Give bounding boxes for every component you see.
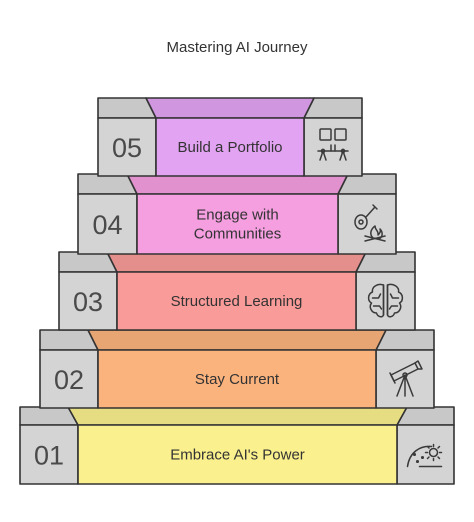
step-label: Stay Current	[195, 371, 280, 388]
step-front-face	[77, 424, 398, 485]
step-front-face	[136, 193, 339, 255]
brain-icon	[367, 283, 404, 318]
right-block	[303, 117, 363, 177]
step-top-face	[106, 251, 367, 273]
step-top-face	[145, 97, 315, 119]
telescope-icon	[389, 360, 423, 397]
step-label: Build a Portfolio	[177, 139, 282, 156]
step-label: Embrace AI's Power	[170, 447, 305, 464]
step-top-face	[87, 329, 387, 351]
step-label: Structured Learning	[171, 293, 303, 310]
step-number: 02	[54, 365, 84, 395]
step-02: 02 Stay Current	[39, 329, 435, 409]
step-01: 01 Embrace AI's Power	[19, 406, 455, 485]
portfolio-icon	[317, 128, 349, 161]
step-top-face	[126, 173, 349, 195]
step-number: 03	[73, 287, 103, 317]
step-number: 01	[34, 441, 64, 471]
step-top-face	[67, 406, 408, 426]
right-block	[355, 271, 416, 331]
step-front-face	[97, 349, 377, 409]
step-front-face	[116, 271, 357, 331]
step-03: 03 Structured Learning	[58, 251, 416, 331]
step-number: 04	[92, 210, 122, 240]
step-number: 05	[112, 133, 142, 163]
sunrise-icon	[406, 443, 443, 468]
step-05: 05 Build a Portfolio	[97, 97, 363, 177]
step-label: Communities	[194, 226, 282, 243]
right-block	[396, 424, 455, 485]
step-label: Engage with	[196, 207, 279, 224]
step-front-face	[155, 117, 305, 177]
community-campfire-icon	[354, 204, 386, 242]
diagram-title: Mastering AI Journey	[166, 39, 308, 56]
